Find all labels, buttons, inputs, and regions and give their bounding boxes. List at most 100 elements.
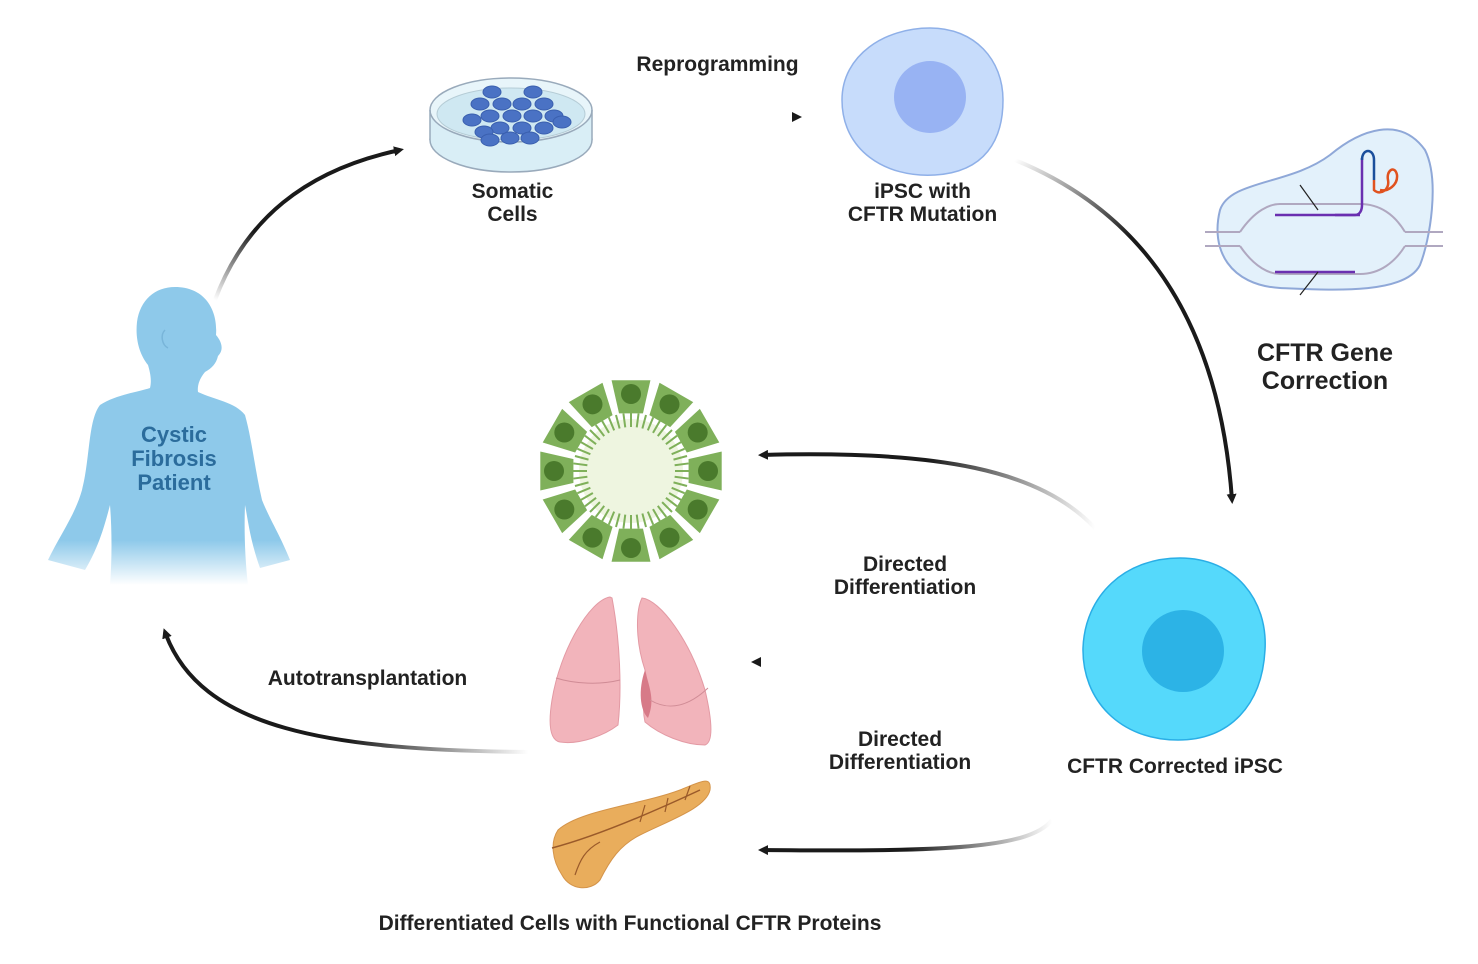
microvillus bbox=[622, 413, 627, 428]
microvillus bbox=[577, 447, 591, 456]
microvillus bbox=[622, 514, 627, 529]
dish-cell bbox=[534, 97, 554, 111]
microvillus bbox=[607, 417, 616, 431]
microvillus bbox=[601, 420, 610, 434]
petri-dish-icon bbox=[429, 77, 593, 173]
microvillus bbox=[589, 429, 601, 441]
microvillus bbox=[671, 447, 685, 456]
microvillus bbox=[646, 417, 655, 431]
microvillus bbox=[668, 441, 682, 450]
microvillus bbox=[574, 455, 589, 461]
dish-cell bbox=[462, 113, 482, 127]
microvillus bbox=[668, 492, 682, 501]
autotransplantation-label: Autotransplantation bbox=[267, 667, 468, 690]
arrow-to-pancreas bbox=[758, 818, 1054, 856]
microvillus bbox=[635, 413, 640, 428]
organoid-nucleus bbox=[687, 499, 708, 520]
microvillus bbox=[615, 414, 621, 429]
microvillus bbox=[646, 511, 655, 525]
microvillus bbox=[673, 455, 688, 461]
lungs-icon bbox=[549, 596, 712, 746]
dish-cell bbox=[512, 121, 532, 135]
microvillus bbox=[589, 501, 601, 513]
microvillus bbox=[574, 481, 589, 487]
differentiated-cells-label: Differentiated Cells with Functional CFT… bbox=[378, 912, 882, 935]
pancreas-icon bbox=[551, 780, 711, 889]
microvillus bbox=[594, 505, 606, 518]
organoid-nucleus bbox=[554, 499, 575, 520]
organoid-nucleus bbox=[554, 422, 575, 443]
arrow-to-organoid bbox=[758, 449, 1097, 530]
microvillus bbox=[580, 441, 594, 450]
gene-correction-label: CFTR Gene Correction bbox=[1230, 339, 1420, 395]
gene-label-line1: CFTR Gene bbox=[1256, 339, 1394, 367]
microvillus bbox=[573, 475, 588, 480]
dish-cell bbox=[523, 109, 543, 123]
organoid-nucleus bbox=[659, 394, 680, 415]
ipsc-mutation-label: iPSC with CFTR Mutation bbox=[820, 180, 1025, 226]
ipsc-label-line2: CFTR Mutation bbox=[847, 203, 998, 227]
microvillus bbox=[656, 505, 668, 518]
dish-cell bbox=[500, 131, 520, 145]
microvillus bbox=[573, 462, 588, 467]
reprogramming-label: Reprogramming bbox=[636, 53, 799, 76]
directed1-line1: Directed bbox=[862, 553, 948, 576]
microvillus bbox=[601, 508, 610, 522]
patient-label-line2: Fibrosis bbox=[131, 446, 217, 472]
somatic-cells-label: Somatic Cells bbox=[440, 180, 585, 226]
gene-label-line2: Correction bbox=[1261, 366, 1389, 395]
patient-label-line1: Cystic bbox=[140, 422, 208, 447]
microvillus bbox=[665, 496, 678, 508]
arrow-patient-to-somatic bbox=[213, 146, 404, 301]
microvillus bbox=[671, 486, 685, 495]
microvillus bbox=[652, 420, 661, 434]
organoid-nucleus bbox=[621, 384, 641, 404]
organoid-nucleus bbox=[621, 538, 641, 558]
corrected-ipsc-cell-icon bbox=[1082, 557, 1266, 741]
dish-cell bbox=[482, 85, 502, 99]
dish-cell bbox=[552, 115, 572, 129]
ipsc-label-line1: iPSC with bbox=[874, 180, 971, 203]
dish-cell bbox=[492, 97, 512, 111]
microvillus bbox=[656, 424, 668, 437]
microvillus bbox=[594, 424, 606, 437]
microvillus bbox=[577, 486, 591, 495]
arrow-gene-correction bbox=[1014, 158, 1237, 504]
dish-cell bbox=[480, 133, 500, 147]
organoid-nucleus bbox=[544, 461, 564, 481]
arrow-autotransplantation bbox=[162, 628, 529, 754]
patient-silhouette-icon bbox=[48, 287, 290, 585]
organoid-nucleus bbox=[698, 461, 718, 481]
microvillus bbox=[641, 414, 647, 429]
somatic-label-line2: Cells bbox=[487, 203, 538, 227]
crispr-cas9-icon bbox=[1205, 128, 1443, 296]
dish-cell bbox=[523, 85, 543, 99]
corrected-ipsc-label: CFTR Corrected iPSC bbox=[1067, 755, 1283, 778]
organoid-lumen bbox=[579, 419, 683, 523]
microvillus bbox=[674, 475, 689, 480]
microvillus bbox=[635, 514, 640, 529]
microvillus bbox=[607, 511, 616, 525]
microvillus bbox=[584, 434, 597, 446]
directed-differentiation-label-1: Directed Differentiation bbox=[815, 553, 995, 599]
microvillus bbox=[580, 492, 594, 501]
organoid-nucleus bbox=[659, 527, 680, 548]
dish-cell bbox=[470, 97, 490, 111]
dish-cell bbox=[502, 109, 522, 123]
intestinal-organoid-icon bbox=[538, 378, 724, 564]
patient-label-line3: Patient bbox=[137, 470, 211, 496]
organoid-nucleus bbox=[582, 527, 603, 548]
microvillus bbox=[673, 481, 688, 487]
microvillus bbox=[584, 496, 597, 508]
dish-cell bbox=[480, 109, 500, 123]
dish-cell bbox=[512, 97, 532, 111]
dish-cell bbox=[534, 121, 554, 135]
organoid-nucleus bbox=[582, 394, 603, 415]
microvillus bbox=[615, 513, 621, 528]
ipsc-mutation-cell-icon bbox=[841, 27, 1004, 176]
microvillus bbox=[661, 429, 673, 441]
directed2-line2: Differentiation bbox=[828, 751, 972, 775]
dish-cell bbox=[520, 131, 540, 145]
microvillus bbox=[665, 434, 678, 446]
